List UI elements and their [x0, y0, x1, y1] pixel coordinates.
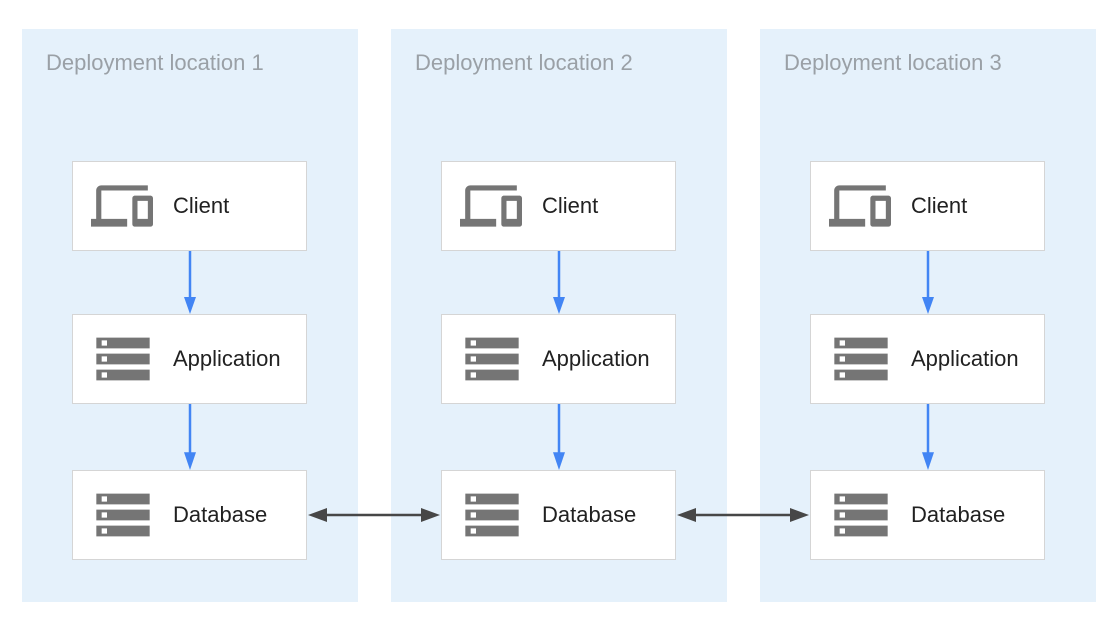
- devices-icon: [91, 175, 173, 237]
- client-to-application-arrow: [182, 251, 198, 314]
- deployment-location-2-panel: Deployment location 2 Client Application…: [391, 29, 727, 602]
- application-to-database-arrow: [182, 404, 198, 470]
- node-label: Application: [911, 346, 1019, 371]
- application-node: Application: [441, 314, 676, 404]
- database-sync-arrow-1-2: [307, 506, 441, 524]
- node-label: Database: [911, 502, 1006, 527]
- panel-title: Deployment location 3: [784, 50, 1002, 75]
- client-node: Client: [72, 161, 307, 251]
- devices-icon: [460, 175, 542, 237]
- node-label: Application: [542, 346, 650, 371]
- database-node: Database: [72, 470, 307, 560]
- database-sync-arrow-2-3: [676, 506, 810, 524]
- application-to-database-arrow: [920, 404, 936, 470]
- panel-title: Deployment location 1: [46, 50, 264, 75]
- storage-icon: [460, 327, 542, 391]
- client-to-application-arrow: [551, 251, 567, 314]
- deployment-location-1-panel: Deployment location 1 Client Application…: [22, 29, 358, 602]
- panel-title: Deployment location 2: [415, 50, 633, 75]
- storage-icon: [829, 483, 911, 547]
- node-label: Application: [173, 346, 281, 371]
- client-node: Client: [441, 161, 676, 251]
- storage-icon: [460, 483, 542, 547]
- database-node: Database: [810, 470, 1045, 560]
- storage-icon: [91, 483, 173, 547]
- devices-icon: [829, 175, 911, 237]
- client-node: Client: [810, 161, 1045, 251]
- storage-icon: [91, 327, 173, 391]
- node-label: Database: [173, 502, 268, 527]
- application-to-database-arrow: [551, 404, 567, 470]
- client-to-application-arrow: [920, 251, 936, 314]
- node-label: Client: [173, 193, 230, 218]
- node-label: Database: [542, 502, 637, 527]
- database-node: Database: [441, 470, 676, 560]
- application-node: Application: [72, 314, 307, 404]
- node-label: Client: [911, 193, 968, 218]
- node-label: Client: [542, 193, 599, 218]
- storage-icon: [829, 327, 911, 391]
- application-node: Application: [810, 314, 1045, 404]
- deployment-location-3-panel: Deployment location 3 Client Application…: [760, 29, 1096, 602]
